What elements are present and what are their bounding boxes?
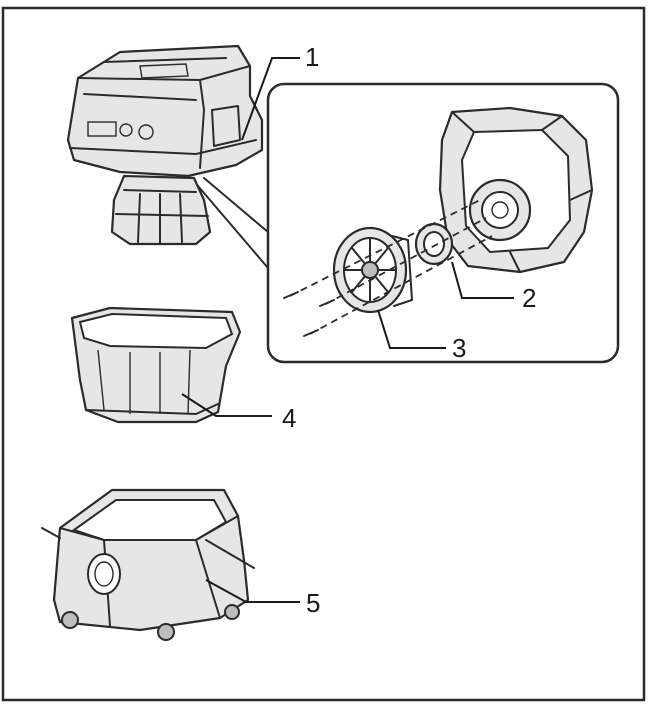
dust-tank: [41, 488, 255, 641]
callout-5: 5: [306, 588, 320, 618]
leader-4: [181, 393, 272, 417]
callout-3: 3: [452, 333, 466, 363]
leader-3: [377, 309, 446, 349]
leader-1: [241, 57, 300, 141]
filter-bag: [70, 306, 242, 424]
detail-connector: [197, 177, 269, 269]
leader-2: [451, 261, 514, 299]
callout-4: 4: [282, 403, 296, 433]
motor-head-unit: [66, 44, 264, 246]
frame-border: [1, 6, 646, 702]
callout-2: 2: [522, 283, 536, 313]
detail-inset: [266, 82, 620, 364]
switch-panel: [87, 121, 117, 137]
leader-5: [205, 579, 300, 603]
callout-1: 1: [305, 42, 319, 72]
